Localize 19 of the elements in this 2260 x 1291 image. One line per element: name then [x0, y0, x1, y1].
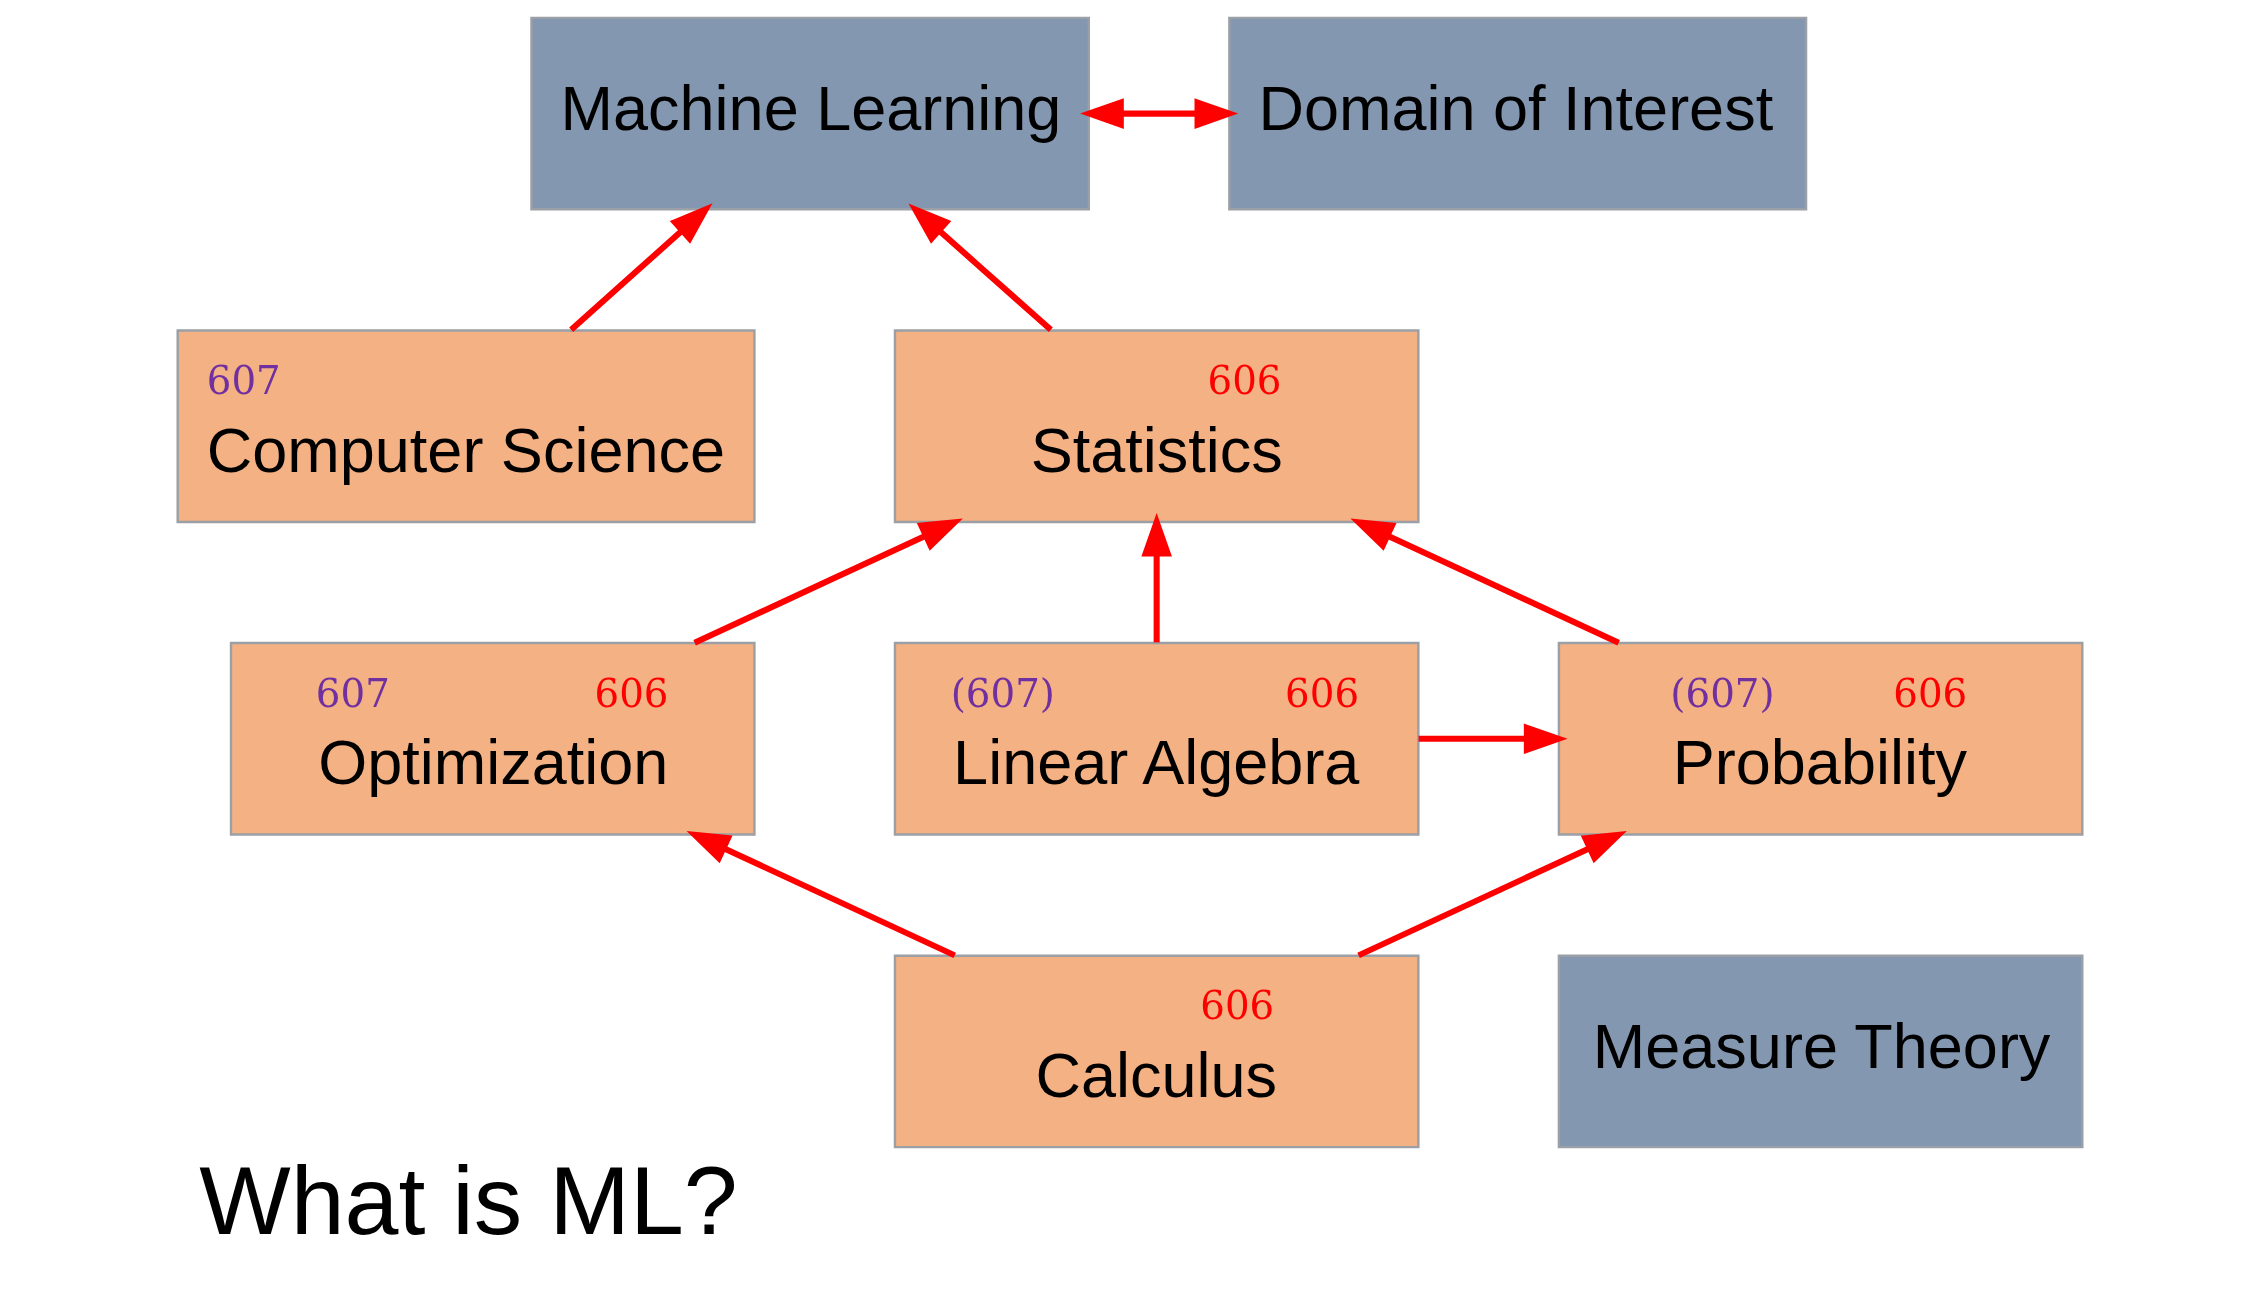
diagram-title: What is ML?: [199, 1146, 738, 1256]
node-box: (607) 606 Probability: [1557, 641, 2084, 836]
node-box: (607) 606 Linear Algebra: [893, 641, 1420, 836]
arrow: [569, 203, 713, 333]
arrow: [1418, 723, 1568, 755]
node-box: 606 Statistics: [893, 329, 1420, 524]
node-box: 606 Calculus: [893, 954, 1420, 1149]
node-box: 607 606 Optimization: [229, 641, 756, 836]
node-box: 607 Computer Science: [176, 329, 756, 524]
arrow: [1080, 98, 1239, 129]
arrow: [1357, 831, 1627, 959]
node-box: Machine Learning: [530, 16, 1090, 211]
node-box: Domain of Interest: [1228, 16, 1808, 211]
arrow: [1350, 518, 1620, 646]
arrow: [1141, 512, 1172, 643]
arrow: [686, 831, 956, 959]
arrow: [908, 203, 1053, 333]
arrow: [693, 518, 963, 646]
node-box: Measure Theory: [1557, 954, 2084, 1149]
